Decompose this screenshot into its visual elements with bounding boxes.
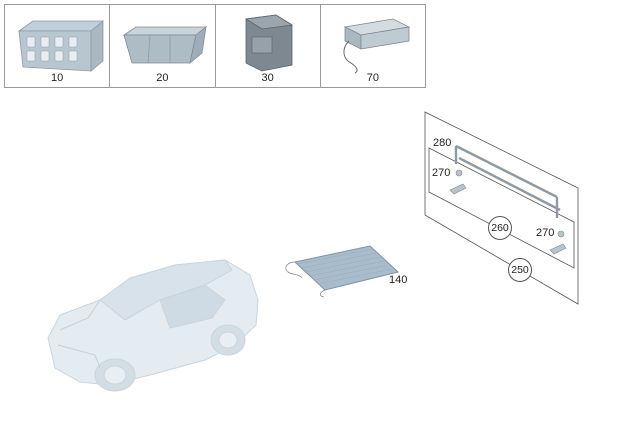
cooler-box-icon [343, 18, 411, 74]
thumbnail-number: 10 [51, 72, 64, 84]
thumbnail-item[interactable]: 30 [216, 5, 321, 87]
organizer-bag-icon [244, 14, 293, 72]
net-panel-assembly [424, 111, 579, 305]
thumbnail-number: 30 [261, 72, 274, 84]
thumbnail-number: 70 [366, 72, 379, 84]
rail-label: 280 [433, 137, 452, 149]
assembly-callout: 250 [508, 258, 532, 282]
thumbnail-item[interactable]: 10 [5, 5, 111, 87]
cargo-cover-illustration [285, 245, 400, 298]
net-callout: 260 [488, 216, 512, 240]
cargo-cover-label: 140 [389, 274, 408, 286]
vehicle-illustration [47, 259, 259, 392]
storage-box-icon [122, 26, 208, 65]
assembly-label: 250 [511, 264, 529, 276]
clip-label-right: 270 [536, 227, 555, 239]
storage-crate-icon [17, 20, 105, 72]
clip-label-left: 270 [432, 167, 451, 179]
thumbnail-number: 20 [156, 72, 169, 84]
net-label: 260 [491, 222, 509, 234]
accessory-thumbnail-strip: 10 20 30 70 [4, 4, 426, 88]
thumbnail-item[interactable]: 20 [110, 5, 216, 87]
thumbnail-item[interactable]: 70 [321, 5, 425, 87]
